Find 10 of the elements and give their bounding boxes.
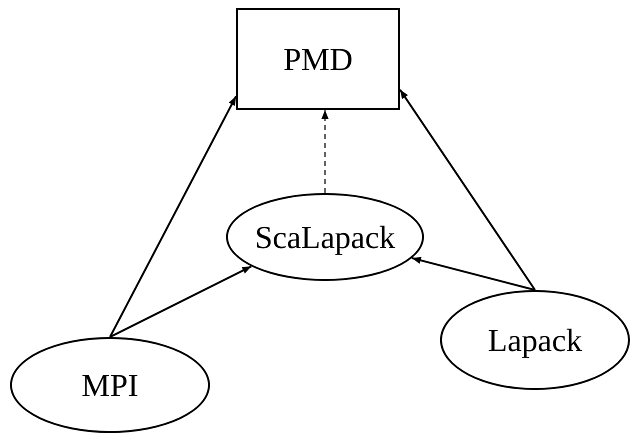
arrow xyxy=(110,265,252,338)
node-label: ScaLapack xyxy=(254,221,396,253)
arrow xyxy=(321,110,329,193)
arrow xyxy=(399,89,536,291)
node-label: Lapack xyxy=(488,324,582,356)
arrow xyxy=(109,96,237,338)
node-label: PMD xyxy=(283,43,353,75)
process-box xyxy=(236,8,400,110)
arrow xyxy=(412,256,536,291)
node-label: MPI xyxy=(82,369,138,401)
